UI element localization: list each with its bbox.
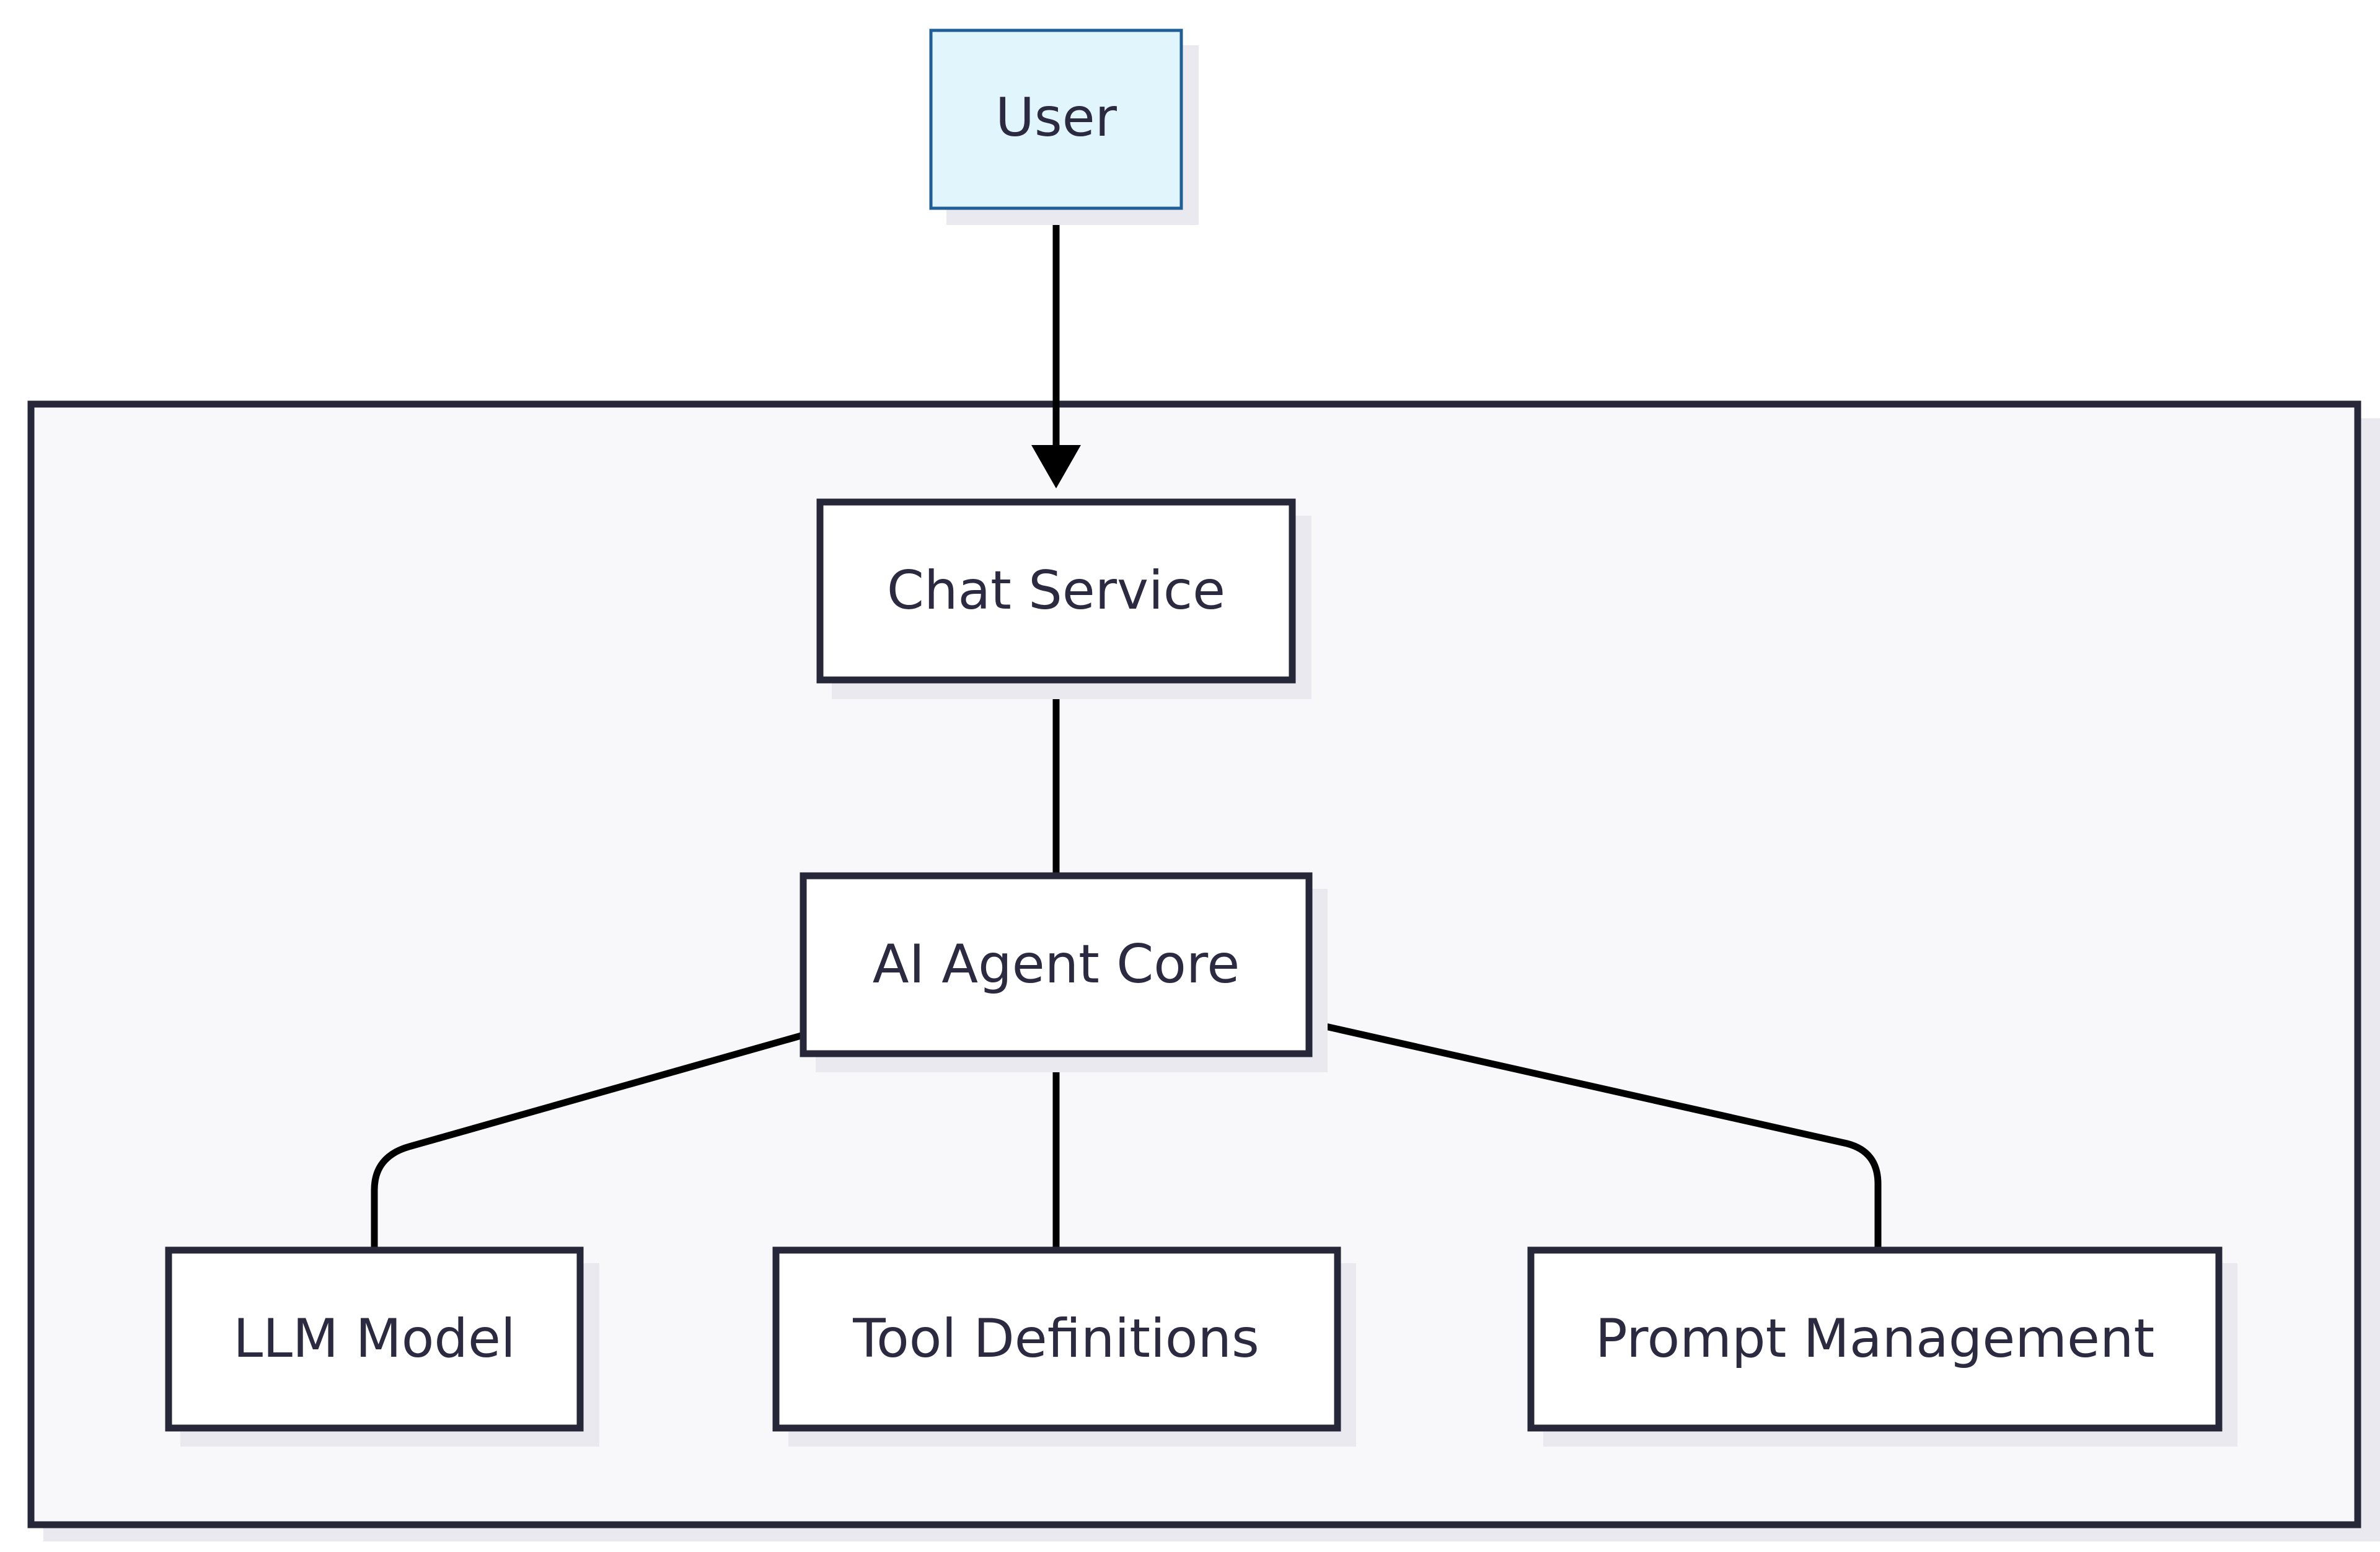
edge-agent-core-to-prompt-management — [1308, 1019, 1882, 1250]
node-user: User — [929, 29, 1199, 225]
node-agent-core-label: AI Agent Core — [873, 933, 1240, 995]
node-tool-definitions-label: Tool Definitions — [852, 1308, 1259, 1370]
node-llm-model-label: LLM Model — [233, 1308, 516, 1370]
node-user-label: User — [995, 87, 1117, 149]
node-prompt-management-label: Prompt Management — [1595, 1308, 2154, 1370]
edge-agent-core-to-llm-model — [371, 1031, 804, 1250]
node-chat-service-label: Chat Service — [887, 560, 1225, 622]
arrowhead-chat-service — [1031, 445, 1081, 488]
edges — [371, 208, 1882, 1250]
node-llm-model: LLM Model — [165, 1246, 599, 1447]
node-prompt-management: Prompt Management — [1527, 1246, 2237, 1447]
node-tool-definitions: Tool Definitions — [772, 1246, 1356, 1447]
node-agent-core: AI Agent Core — [800, 872, 1328, 1072]
node-chat-service: Chat Service — [816, 498, 1311, 699]
